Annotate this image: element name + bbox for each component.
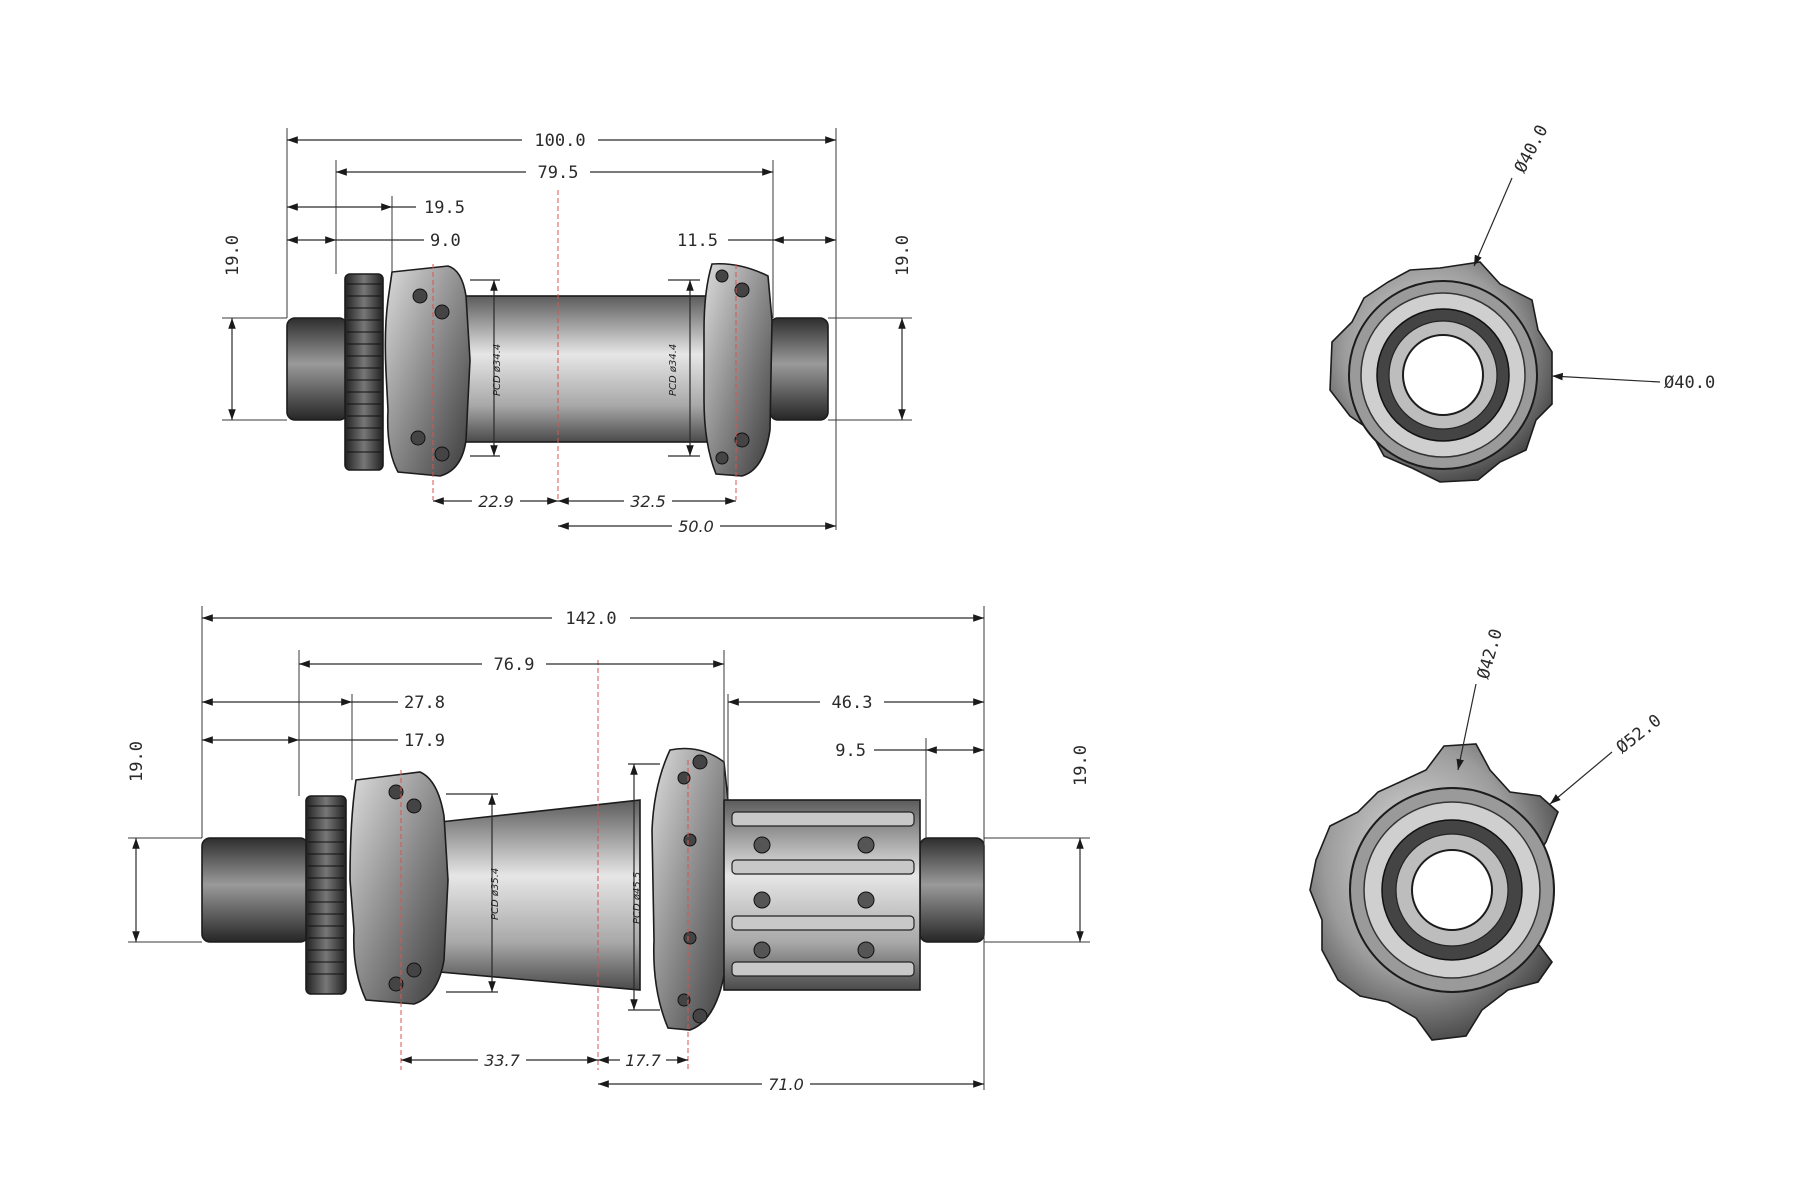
front-left-offset-dim: 19.5 xyxy=(424,198,465,218)
front-end-leader-b xyxy=(1551,372,1661,383)
front-right-offset-dim: 11.5 xyxy=(677,231,718,251)
front-axle-right-dim: 19.0 xyxy=(893,235,913,276)
rear-spoke-holes xyxy=(388,754,708,1024)
rear-hub-side-view: PCD ø35.4 PCD ø45.5 142.0 76.9 27.8 17.9… xyxy=(127,606,1091,1094)
rear-rotor-splines xyxy=(308,805,344,975)
front-spoke-holes xyxy=(410,269,750,465)
rear-pcd-left-label: PCD ø35.4 xyxy=(490,868,501,920)
front-flange-spacing-dim: 79.5 xyxy=(538,163,579,183)
rear-freehub-end-dim: 9.5 xyxy=(835,741,866,761)
rear-overall-dim: 142.0 xyxy=(565,609,616,629)
front-hub-end-view: Ø40.0 Ø40.0 xyxy=(1329,122,1715,483)
front-end-axle-bore xyxy=(1402,334,1484,416)
front-end-dia-a: Ø40.0 xyxy=(1511,122,1553,177)
front-hub-side-view: PCD ø34.4 PCD ø34.4 100.0 79.5 19.5 9.0 … xyxy=(222,128,913,536)
rear-axle-left xyxy=(201,837,309,943)
front-axle-left xyxy=(286,317,348,421)
rear-end-axle-bore xyxy=(1411,849,1493,931)
front-end-leader-a xyxy=(1473,177,1513,267)
front-end-dia-b: Ø40.0 xyxy=(1664,373,1715,393)
rear-end-leader-a xyxy=(1456,683,1477,771)
rear-drive-offset-dim: 46.3 xyxy=(832,693,873,713)
rear-right-flange xyxy=(651,747,731,1031)
rear-left-center-dim: 33.7 xyxy=(484,1051,520,1070)
rear-freehub-pawl-holes xyxy=(753,836,875,959)
front-right-flange xyxy=(703,262,773,477)
front-right-center-dim: 32.5 xyxy=(630,492,666,511)
front-pcd-left-label: PCD ø34.4 xyxy=(492,344,503,396)
rear-end-dia-b: Ø52.0 xyxy=(1613,711,1666,758)
rear-center-end-dim: 71.0 xyxy=(768,1075,804,1094)
front-rotor-splines xyxy=(347,283,381,453)
rear-end-dia-a: Ø42.0 xyxy=(1474,627,1507,682)
rear-right-center-dim: 17.7 xyxy=(625,1051,661,1070)
front-axle-right xyxy=(769,317,829,421)
rear-left-offset-dim: 27.8 xyxy=(404,693,445,713)
rear-hub-shell xyxy=(439,799,641,991)
rear-hub-end-view: Ø42.0 Ø52.0 xyxy=(1309,627,1666,1041)
rear-freehub-splines xyxy=(731,811,915,977)
rear-flange-spacing-dim: 76.9 xyxy=(494,655,535,675)
front-center-end-dim: 50.0 xyxy=(678,517,714,536)
front-overall-dim: 100.0 xyxy=(534,131,585,151)
front-rotor-mount xyxy=(344,273,384,471)
front-left-center-dim: 22.9 xyxy=(478,492,514,511)
front-hub-shell xyxy=(439,295,741,443)
front-pcd-right-label: PCD ø34.4 xyxy=(668,344,679,396)
rear-axle-right-dim: 19.0 xyxy=(1071,745,1091,786)
rear-axle-left-dim: 19.0 xyxy=(127,741,147,782)
rear-left-flange xyxy=(349,771,449,1005)
rear-end-leader-b xyxy=(1549,751,1613,805)
rear-left-inner-dim: 17.9 xyxy=(404,731,445,751)
rear-rotor-mount xyxy=(305,795,347,995)
rear-pcd-right-label: PCD ø45.5 xyxy=(632,872,643,924)
front-left-inner-dim: 9.0 xyxy=(430,231,461,251)
rear-axle-right xyxy=(919,837,985,943)
front-axle-left-dim: 19.0 xyxy=(223,235,243,276)
front-left-flange xyxy=(384,265,471,477)
